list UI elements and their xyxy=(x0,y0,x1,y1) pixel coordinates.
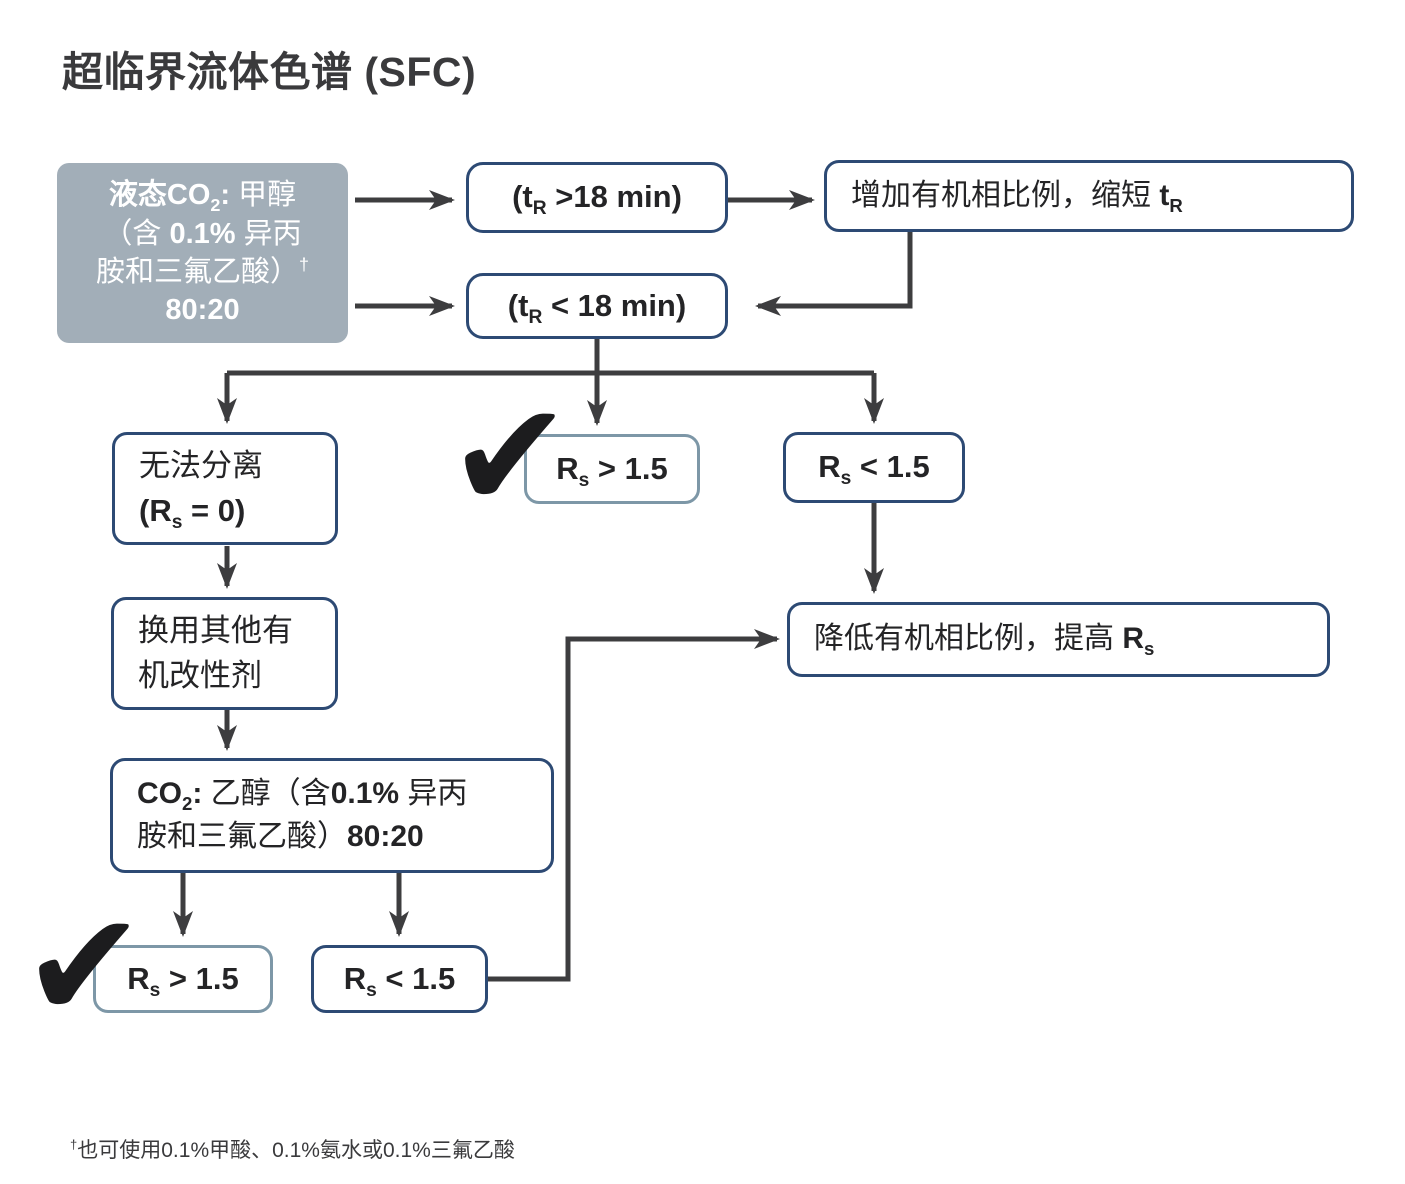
node-line: 降低有机相比例，提高 Rs xyxy=(814,622,1155,660)
node-line: 胺和三氟乙酸）† xyxy=(95,254,309,288)
node-line: (Rs = 0) xyxy=(139,492,246,533)
node-increase-organic: 增加有机相比例，缩短 tR xyxy=(824,160,1354,232)
node-line: 换用其他有 xyxy=(138,613,293,649)
page-title: 超临界流体色谱 (SFC) xyxy=(62,49,477,95)
node-line: Rs > 1.5 xyxy=(556,450,668,492)
node-reduce-organic: 降低有机相比例，提高 Rs xyxy=(787,602,1330,677)
node-liquid-co2-methanol: 液态CO2: 甲醇 （含 0.1% 异丙 胺和三氟乙酸）† 80:20 xyxy=(57,163,348,343)
arrow-increase-to-trlt18 xyxy=(755,232,913,316)
node-line: Rs > 1.5 xyxy=(127,960,239,1002)
node-co2-ethanol: CO2: 乙醇（含0.1% 异丙 胺和三氟乙酸）80:20 xyxy=(110,758,554,873)
node-line: 液态CO2: 甲醇 xyxy=(108,179,297,216)
node-rs-lt-1-5-right: Rs < 1.5 xyxy=(783,432,965,503)
node-line: 增加有机相比例，缩短 tR xyxy=(851,178,1183,216)
arrow-rslt15bottom-to-reduce xyxy=(488,629,780,982)
branch-trunk xyxy=(227,339,874,376)
node-line: （含 0.1% 异丙 xyxy=(103,217,302,250)
node-change-modifier: 换用其他有 机改性剂 xyxy=(111,597,338,710)
footnote: †也可使用0.1%甲酸、0.1%氨水或0.1%三氟乙酸 xyxy=(70,1137,515,1162)
node-line: (tR < 18 min) xyxy=(507,287,687,329)
node-rs-lt-1-5-bottom: Rs < 1.5 xyxy=(311,945,488,1013)
node-line: 无法分离 xyxy=(139,448,263,484)
node-tr-lt-18: (tR < 18 min) xyxy=(466,273,728,339)
node-tr-gt-18: (tR >18 min) xyxy=(466,162,728,233)
node-rs-gt-1-5-mid: Rs > 1.5 xyxy=(524,434,700,504)
node-line: (tR >18 min) xyxy=(512,179,682,220)
node-line: Rs < 1.5 xyxy=(343,960,456,1002)
node-no-separation: 无法分离 (Rs = 0) xyxy=(112,432,338,545)
node-line: CO2: 乙醇（含0.1% 异丙 xyxy=(137,776,468,814)
node-line: 机改性剂 xyxy=(138,657,262,693)
node-line: 胺和三氟乙酸）80:20 xyxy=(137,819,424,853)
node-line: Rs < 1.5 xyxy=(818,449,930,490)
node-rs-gt-1-5-bottom: Rs > 1.5 xyxy=(93,945,273,1013)
node-line: 80:20 xyxy=(165,294,240,327)
